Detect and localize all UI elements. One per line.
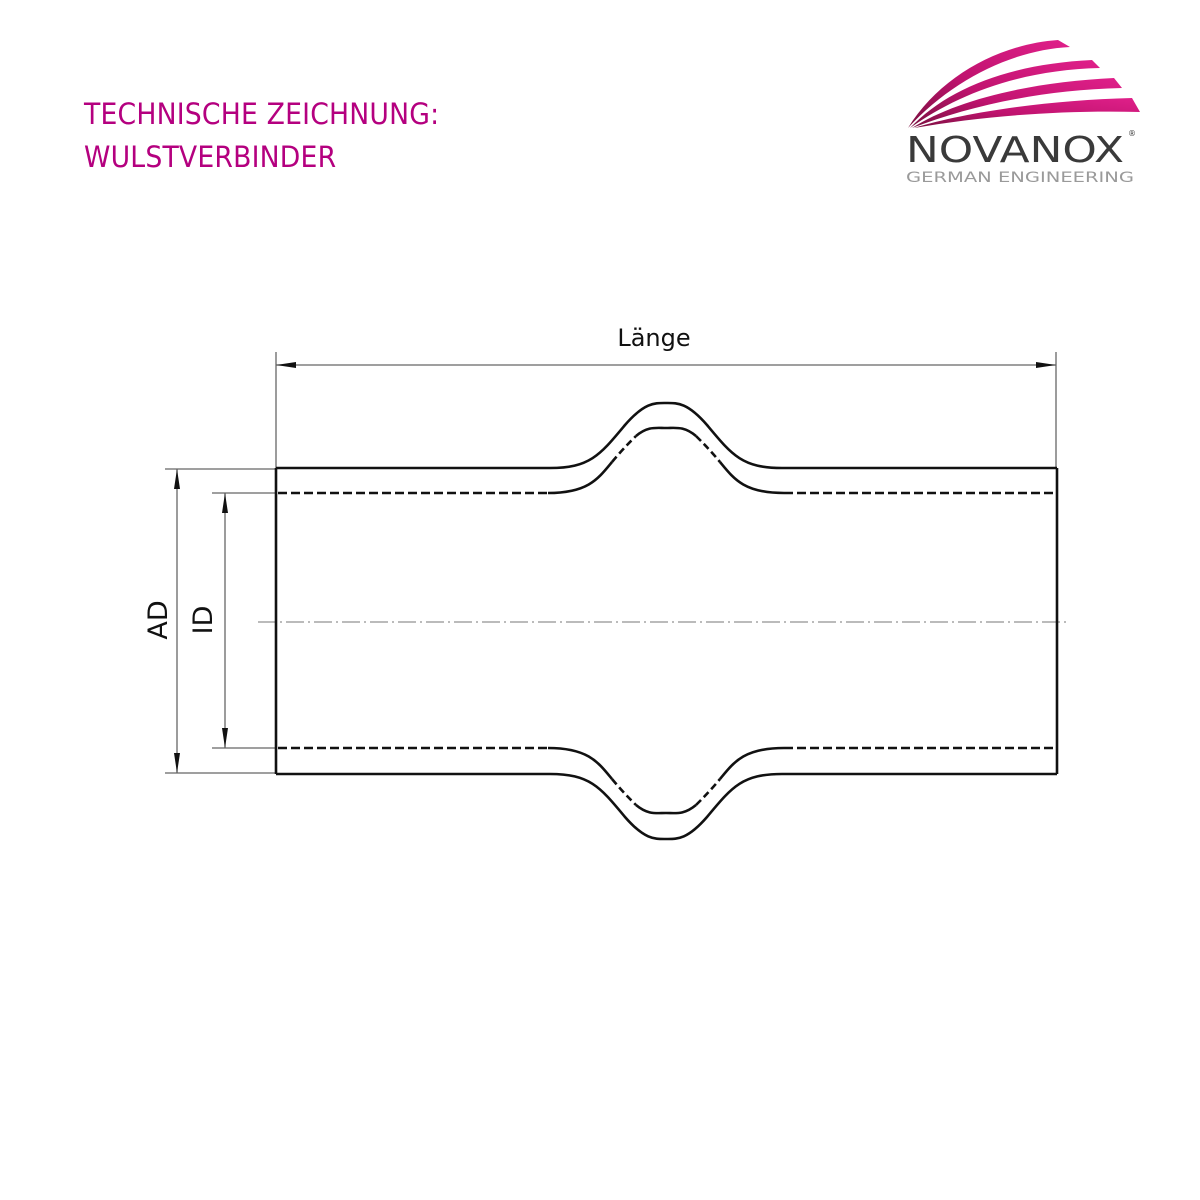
outer-diameter-dimension: AD xyxy=(143,468,276,774)
inner-top-bead-left-solid xyxy=(547,461,614,495)
inner-top-bead-crest xyxy=(635,426,697,438)
inner-top-bead-left-dashed xyxy=(611,435,637,463)
title-line-2: WULSTVERBINDER xyxy=(84,140,337,174)
length-dimension: Länge xyxy=(275,324,1057,468)
tube-outline xyxy=(274,401,1059,841)
outer-top-contour-with-bead xyxy=(276,401,1057,470)
brand-name: NOVANOX xyxy=(906,130,1124,171)
brand-tagline: GERMAN ENGINEERING xyxy=(906,170,1134,186)
novanox-logo: NOVANOX ® GERMAN ENGINEERING xyxy=(906,40,1140,186)
inner-diameter-dimension: ID xyxy=(188,492,276,749)
inner-bottom-bead-right-solid xyxy=(718,746,785,780)
title-line-1: TECHNISCHE ZEICHNUNG: xyxy=(84,97,440,131)
ad-label: AD xyxy=(143,600,174,639)
page-title: TECHNISCHE ZEICHNUNG: WULSTVERBINDER xyxy=(84,93,439,179)
outer-bottom-contour-with-bead xyxy=(276,772,1057,841)
inner-bottom-bead-left-solid xyxy=(547,746,614,780)
tube-inner-hidden xyxy=(278,426,1055,815)
registered-mark: ® xyxy=(1128,129,1136,138)
inner-top-bead-right-solid xyxy=(718,461,785,495)
inner-bottom-bead-right-dashed xyxy=(695,778,721,806)
inner-top-bead-right-dashed xyxy=(695,435,721,463)
length-label: Länge xyxy=(617,324,690,352)
inner-bottom-bead-trough xyxy=(635,803,697,815)
id-label: ID xyxy=(188,606,219,635)
swoosh-icon xyxy=(908,40,1140,128)
inner-bottom-bead-left-dashed xyxy=(611,778,637,806)
